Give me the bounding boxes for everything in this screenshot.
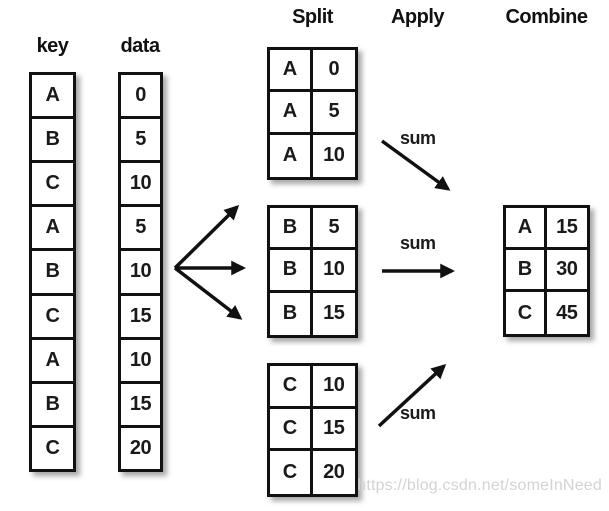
split-key-cell: C [270,366,313,409]
sum-label-group-c: sum [400,403,436,423]
combine-key-cell: B [506,250,547,292]
split-fan-arrow-top [173,204,240,270]
split-table-group-c: C 10 C 15 C 20 [267,363,358,497]
split-key-cell: C [270,408,313,452]
data-cell: 15 [121,296,160,340]
data-cell: 0 [121,75,160,120]
split-key-cell: A [270,134,313,177]
split-data-cell: 5 [312,208,355,251]
key-cell: A [32,340,73,384]
split-data-cell: 15 [323,302,345,325]
split-data-cell: 15 [312,409,355,452]
key-cell: B [32,384,73,428]
key-cell: C [32,163,73,208]
data-cell: 10 [121,251,160,296]
split-fan-arrow-bottom [173,266,243,320]
data-cell: 10 [121,163,160,208]
split-data-cell: 20 [323,461,345,484]
combine-key-cell: A [506,208,547,250]
combine-result-cell: 30 [546,250,587,292]
split-data-cell: 10 [312,250,355,293]
apply-section-header: Apply [390,6,445,28]
key-cell: A [32,207,73,252]
split-key-cell: B [270,250,313,293]
data-cell: 5 [121,119,160,164]
key-cell: C [45,436,60,459]
split-key-cell: B [270,292,313,335]
split-section-header: Split [292,6,333,28]
split-key-cell: A [270,50,313,93]
split-key-cell: B [270,208,313,251]
key-cell: A [32,75,73,120]
split-data-cell: 0 [312,50,355,93]
data-cell: 5 [121,207,160,252]
split-key-cell: A [270,92,313,135]
sum-label-group-a: sum [400,128,436,148]
data-column-header: data [120,35,160,57]
combine-section-header: Combine [505,6,588,28]
sum-label-group-b: sum [400,233,436,253]
key-cell: B [32,119,73,164]
key-cell: B [32,251,73,296]
split-data-cell: 10 [323,144,345,167]
split-key-cell: C [270,451,313,494]
watermark-text: https://blog.csdn.net/someInNeed [357,477,602,494]
split-data-cell: 10 [312,366,355,409]
combine-result-cell: 45 [556,301,578,324]
combine-table: A 15 B 30 C 45 [503,205,590,337]
key-column: A B C A B C A B C [29,72,76,472]
split-table-group-a: A 0 A 5 A 10 [267,47,358,180]
data-cell: 15 [121,384,160,428]
data-cell: 20 [129,436,152,459]
split-table-group-b: B 5 B 10 B 15 [267,205,358,338]
combine-result-cell: 15 [546,208,587,250]
key-column-header: key [36,35,69,57]
data-cell: 10 [121,340,160,384]
combine-key-cell: C [506,292,547,334]
key-cell: C [32,296,73,340]
split-data-cell: 5 [312,92,355,135]
data-column: 0 5 10 5 10 15 10 15 20 [118,72,163,472]
